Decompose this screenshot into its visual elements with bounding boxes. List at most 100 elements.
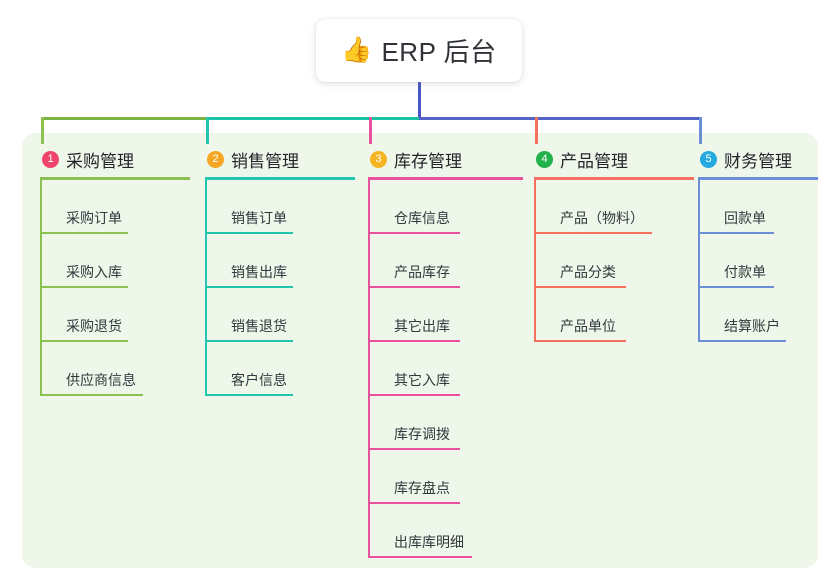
leaf-item-label: 销售订单 (231, 210, 287, 226)
branch-drop-销售管理 (206, 117, 209, 144)
leaf-item[interactable]: 出库库明细 (368, 504, 523, 558)
leaf-item-rule (534, 286, 626, 288)
leaf-item-label: 出库库明细 (394, 534, 464, 550)
leaf-item[interactable]: 供应商信息 (40, 342, 190, 396)
leaf-item[interactable]: 其它出库 (368, 288, 523, 342)
leaf-item[interactable]: 销售订单 (205, 180, 355, 234)
column-header-rule (534, 177, 694, 180)
leaf-item-rule (205, 394, 293, 396)
leaf-item[interactable]: 客户信息 (205, 342, 355, 396)
leaf-item-rule (534, 340, 626, 342)
column-spine (40, 180, 42, 396)
column-spine (698, 180, 700, 342)
column-库存管理: 3 库存管理仓库信息产品库存其它出库其它入库库存调拨库存盘点出库库明细 (368, 146, 523, 558)
column-number-badge: 2 (207, 150, 224, 168)
column-title: 销售管理 (231, 151, 299, 171)
leaf-item-label: 其它出库 (394, 318, 450, 334)
column-header-rule (205, 177, 355, 180)
leaf-item[interactable]: 销售退货 (205, 288, 355, 342)
leaf-item[interactable]: 产品库存 (368, 234, 523, 288)
column-items: 采购订单采购入库采购退货供应商信息 (40, 180, 190, 396)
leaf-item-rule (368, 340, 460, 342)
leaf-item-label: 产品库存 (394, 264, 450, 280)
bus-segment-right (419, 117, 702, 120)
leaf-item-rule (368, 448, 460, 450)
branch-drop-产品管理 (535, 117, 538, 144)
leaf-item-rule (368, 502, 460, 504)
column-number-badge: 5 (700, 150, 717, 168)
leaf-item-rule (40, 232, 128, 234)
root-stem (418, 80, 421, 120)
leaf-item-label: 库存调拨 (394, 426, 450, 442)
leaf-item-rule (205, 286, 293, 288)
leaf-item-label: 回款单 (724, 210, 766, 226)
leaf-item-label: 采购入库 (66, 264, 122, 280)
leaf-item-rule (368, 556, 472, 558)
leaf-item-label: 产品分类 (560, 264, 616, 280)
column-items: 仓库信息产品库存其它出库其它入库库存调拨库存盘点出库库明细 (368, 180, 523, 558)
leaf-item-label: 仓库信息 (394, 210, 450, 226)
leaf-item[interactable]: 回款单 (698, 180, 818, 234)
leaf-item-rule (40, 286, 128, 288)
leaf-item-label: 库存盘点 (394, 480, 450, 496)
leaf-item[interactable]: 其它入库 (368, 342, 523, 396)
leaf-item-rule (368, 394, 460, 396)
leaf-item-rule (40, 394, 143, 396)
root-node[interactable]: 👍 ERP 后台 (316, 19, 522, 82)
column-number-badge: 3 (370, 150, 387, 168)
root-title: ERP 后台 (381, 37, 497, 67)
column-number-badge: 4 (536, 150, 553, 168)
leaf-item[interactable]: 采购退货 (40, 288, 190, 342)
leaf-item-rule (205, 340, 293, 342)
leaf-item-rule (205, 232, 293, 234)
leaf-item-rule (698, 340, 786, 342)
leaf-item[interactable]: 仓库信息 (368, 180, 523, 234)
leaf-item-label: 采购退货 (66, 318, 122, 334)
leaf-item-label: 产品（物料） (560, 210, 644, 226)
leaf-item-rule (368, 232, 460, 234)
leaf-item[interactable]: 采购入库 (40, 234, 190, 288)
leaf-item-label: 结算账户 (724, 318, 780, 334)
column-spine (534, 180, 536, 342)
column-header-rule (698, 177, 818, 180)
leaf-item[interactable]: 付款单 (698, 234, 818, 288)
leaf-item[interactable]: 产品（物料） (534, 180, 694, 234)
branch-drop-财务管理 (699, 117, 702, 144)
column-header[interactable]: 2 销售管理 (205, 146, 355, 172)
column-header-rule (40, 177, 190, 180)
column-spine (368, 180, 370, 558)
leaf-item[interactable]: 采购订单 (40, 180, 190, 234)
leaf-item-label: 采购订单 (66, 210, 122, 226)
diagram-panel (22, 133, 818, 568)
leaf-item-label: 销售出库 (231, 264, 287, 280)
leaf-item[interactable]: 产品单位 (534, 288, 694, 342)
bus-segment-mid (206, 117, 419, 120)
column-items: 回款单付款单结算账户 (698, 180, 818, 342)
column-header[interactable]: 3 库存管理 (368, 146, 523, 172)
leaf-item[interactable]: 库存盘点 (368, 450, 523, 504)
leaf-item-rule (534, 232, 652, 234)
leaf-item[interactable]: 产品分类 (534, 234, 694, 288)
leaf-item[interactable]: 库存调拨 (368, 396, 523, 450)
leaf-item[interactable]: 结算账户 (698, 288, 818, 342)
branch-drop-库存管理 (369, 117, 372, 144)
leaf-item-rule (698, 286, 774, 288)
leaf-item-rule (40, 340, 128, 342)
leaf-item-rule (368, 286, 460, 288)
leaf-item-label: 客户信息 (231, 372, 287, 388)
column-title: 库存管理 (394, 151, 462, 171)
column-items: 销售订单销售出库销售退货客户信息 (205, 180, 355, 396)
leaf-item-rule (698, 232, 774, 234)
leaf-item[interactable]: 销售出库 (205, 234, 355, 288)
bus-segment-left (41, 117, 206, 120)
column-title: 采购管理 (66, 151, 134, 171)
leaf-item-label: 其它入库 (394, 372, 450, 388)
leaf-item-label: 销售退货 (231, 318, 287, 334)
